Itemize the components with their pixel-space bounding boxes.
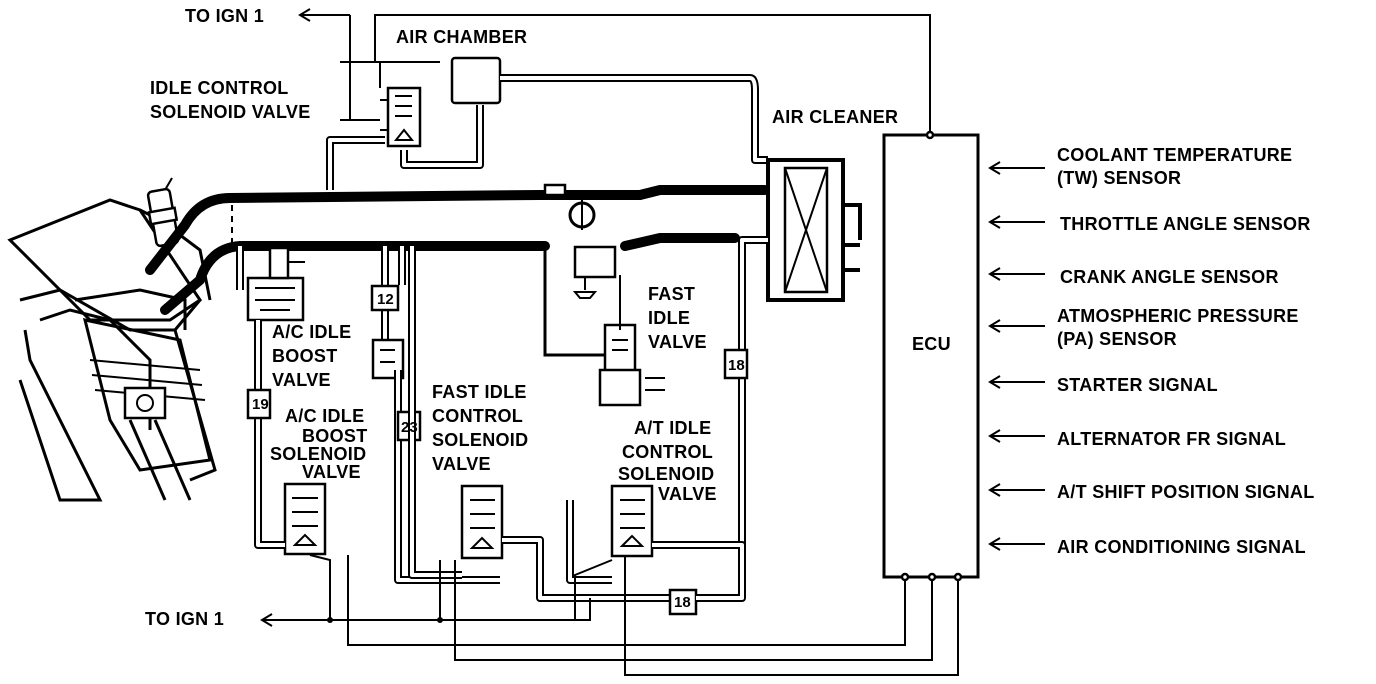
ac-sol-label-2: BOOST bbox=[302, 426, 368, 446]
air-cleaner-label: AIR CLEANER bbox=[772, 107, 898, 127]
hose-number-19: 19 bbox=[252, 396, 269, 413]
ecu-label: ECU bbox=[912, 334, 951, 354]
atmospheric-pressure-label-1: ATMOSPHERIC PRESSURE bbox=[1057, 306, 1299, 326]
fic-label-4: VALVE bbox=[432, 454, 491, 474]
hose-number-23: 23 bbox=[401, 419, 418, 436]
fast-idle-label-3: VALVE bbox=[648, 332, 707, 352]
throttle-angle-sensor-label: THROTTLE ANGLE SENSOR bbox=[1060, 214, 1311, 234]
lower-hoses bbox=[236, 246, 746, 616]
air-conditioning-signal-label: AIR CONDITIONING SIGNAL bbox=[1057, 537, 1306, 557]
at-label-4: VALVE bbox=[658, 484, 717, 504]
idle-control-label-1: IDLE CONTROL bbox=[150, 78, 289, 98]
engine-cylinder bbox=[7, 198, 217, 502]
fast-idle-valve bbox=[543, 246, 665, 407]
at-label-3: SOLENOID bbox=[618, 464, 714, 484]
hose-12 bbox=[370, 246, 405, 380]
at-shift-position-signal-label: A/T SHIFT POSITION SIGNAL bbox=[1057, 482, 1315, 502]
at-idle-control-solenoid-valve bbox=[610, 484, 654, 558]
ac-idle-boost-valve bbox=[246, 246, 305, 322]
hose-number-18-lower: 18 bbox=[674, 594, 691, 611]
ac-boost-label-3: VALVE bbox=[272, 370, 331, 390]
ecu-input-labels: COOLANT TEMPERATURE (TW) SENSOR THROTTLE… bbox=[1057, 145, 1315, 557]
atmospheric-pressure-label-2: (PA) SENSOR bbox=[1057, 329, 1177, 349]
fast-idle-label-1: FAST bbox=[648, 284, 695, 304]
ecu bbox=[882, 133, 980, 579]
idle-control-solenoid-valve bbox=[380, 86, 422, 148]
to-ign-bottom-label: TO IGN 1 bbox=[145, 609, 224, 629]
ac-sol-label-4: VALVE bbox=[302, 462, 361, 482]
to-ign-top-label: TO IGN 1 bbox=[185, 6, 264, 26]
wiring bbox=[260, 8, 963, 676]
air-cleaner bbox=[766, 158, 862, 302]
fic-label-3: SOLENOID bbox=[432, 430, 528, 450]
hose-number-18-upper: 18 bbox=[728, 357, 745, 374]
upper-hoses bbox=[326, 61, 768, 190]
ac-sol-label-3: SOLENOID bbox=[270, 444, 366, 464]
fic-label-1: FAST IDLE bbox=[432, 382, 527, 402]
throttle-body bbox=[568, 200, 617, 299]
ac-sol-label-1: A/C IDLE bbox=[285, 406, 364, 426]
coolant-temperature-label-2: (TW) SENSOR bbox=[1057, 168, 1181, 188]
fic-label-2: CONTROL bbox=[432, 406, 523, 426]
air-chamber bbox=[450, 56, 502, 105]
crank-angle-sensor-label: CRANK ANGLE SENSOR bbox=[1060, 267, 1279, 287]
hose-number-12: 12 bbox=[377, 291, 394, 308]
ecu-input-arrows bbox=[988, 161, 1045, 551]
fast-idle-control-solenoid-valve bbox=[460, 484, 504, 560]
ac-idle-boost-solenoid-valve bbox=[283, 482, 327, 556]
hose-number-labels: 12 19 23 18 18 bbox=[252, 291, 745, 611]
air-chamber-label: AIR CHAMBER bbox=[396, 27, 527, 47]
at-label-2: CONTROL bbox=[622, 442, 713, 462]
starter-signal-label: STARTER SIGNAL bbox=[1057, 375, 1218, 395]
hose-18-right bbox=[723, 236, 768, 545]
coolant-temperature-label-1: COOLANT TEMPERATURE bbox=[1057, 145, 1292, 165]
idle-control-label-2: SOLENOID VALVE bbox=[150, 102, 311, 122]
at-label-1: A/T IDLE bbox=[634, 418, 711, 438]
fast-idle-label-2: IDLE bbox=[648, 308, 690, 328]
ac-boost-label-2: BOOST bbox=[272, 346, 338, 366]
ac-boost-label-1: A/C IDLE bbox=[272, 322, 351, 342]
alternator-fr-signal-label: ALTERNATOR FR SIGNAL bbox=[1057, 429, 1286, 449]
component-labels: TO IGN 1 AIR CHAMBER IDLE CONTROL SOLENO… bbox=[145, 6, 951, 629]
